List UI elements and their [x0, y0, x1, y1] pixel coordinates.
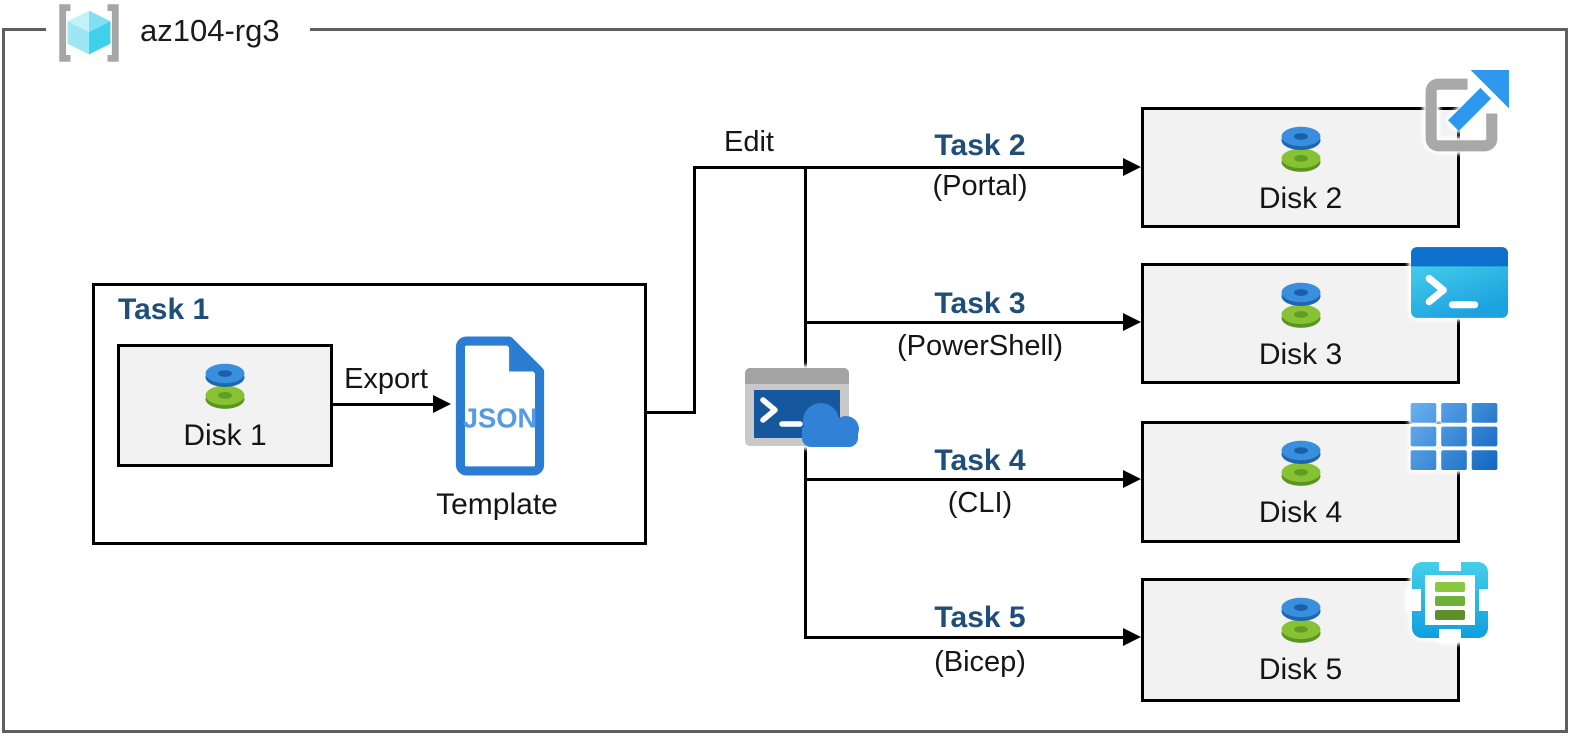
resource-group-frame	[2, 28, 1568, 733]
disk5-label: Disk 5	[1258, 653, 1343, 686]
task2-title: Task 2	[934, 129, 1026, 162]
cloud-glyph	[802, 403, 859, 447]
frame-label-gap	[46, 26, 310, 34]
task1-box	[92, 283, 647, 545]
disk4-box: Disk 4	[1141, 421, 1460, 543]
export-arrow-line	[333, 403, 437, 406]
task2-method: (Portal)	[932, 170, 1028, 202]
task4-line	[805, 478, 1124, 481]
task4-method: (CLI)	[947, 487, 1013, 519]
disk3-box: Disk 3	[1141, 263, 1460, 384]
portal-launch-icon	[1425, 70, 1509, 152]
task3-title: Task 3	[934, 287, 1026, 320]
cloud-shell-icon	[745, 368, 859, 447]
edit-riser-line	[693, 166, 696, 414]
task4-title: Task 4	[934, 444, 1026, 477]
managed-disk-icon	[1271, 280, 1331, 332]
task5-method: (Bicep)	[934, 646, 1026, 678]
disk2-label: Disk 2	[1258, 182, 1343, 215]
task4-arrowhead	[1123, 470, 1141, 488]
managed-disk-icon	[195, 361, 255, 413]
disk3-label: Disk 3	[1258, 338, 1343, 371]
export-arrowhead	[433, 395, 451, 413]
template-out-line	[647, 411, 696, 414]
managed-disk-icon	[1271, 438, 1331, 490]
edit-label: Edit	[724, 126, 774, 158]
export-label: Export	[344, 363, 428, 395]
task2-arrowhead	[1123, 158, 1141, 176]
managed-disk-icon	[1271, 124, 1331, 176]
task5-arrowhead	[1123, 628, 1141, 646]
bicep-template-icon	[1408, 558, 1492, 642]
task5-line	[805, 636, 1124, 639]
disk2-box: Disk 2	[1141, 107, 1460, 228]
disk5-box: Disk 5	[1141, 578, 1460, 702]
disk4-label: Disk 4	[1258, 496, 1343, 529]
managed-disk-icon	[1271, 595, 1331, 647]
json-file-type-text: JSON	[463, 402, 538, 433]
task2-line	[695, 166, 1124, 169]
resource-group-icon	[59, 4, 119, 62]
disk1-label: Disk 1	[183, 419, 267, 452]
json-template-icon: JSON	[455, 336, 545, 476]
task1-title: Task 1	[118, 293, 210, 326]
task3-line	[805, 321, 1124, 324]
task3-arrowhead	[1123, 313, 1141, 331]
template-label: Template	[436, 488, 558, 521]
powershell-icon	[1411, 247, 1508, 318]
resource-group-name: az104-rg3	[140, 13, 280, 48]
cli-grid-icon	[1410, 403, 1498, 470]
task5-title: Task 5	[934, 601, 1026, 634]
disk1-box: Disk 1	[117, 344, 333, 467]
task3-method: (PowerShell)	[897, 330, 1063, 362]
